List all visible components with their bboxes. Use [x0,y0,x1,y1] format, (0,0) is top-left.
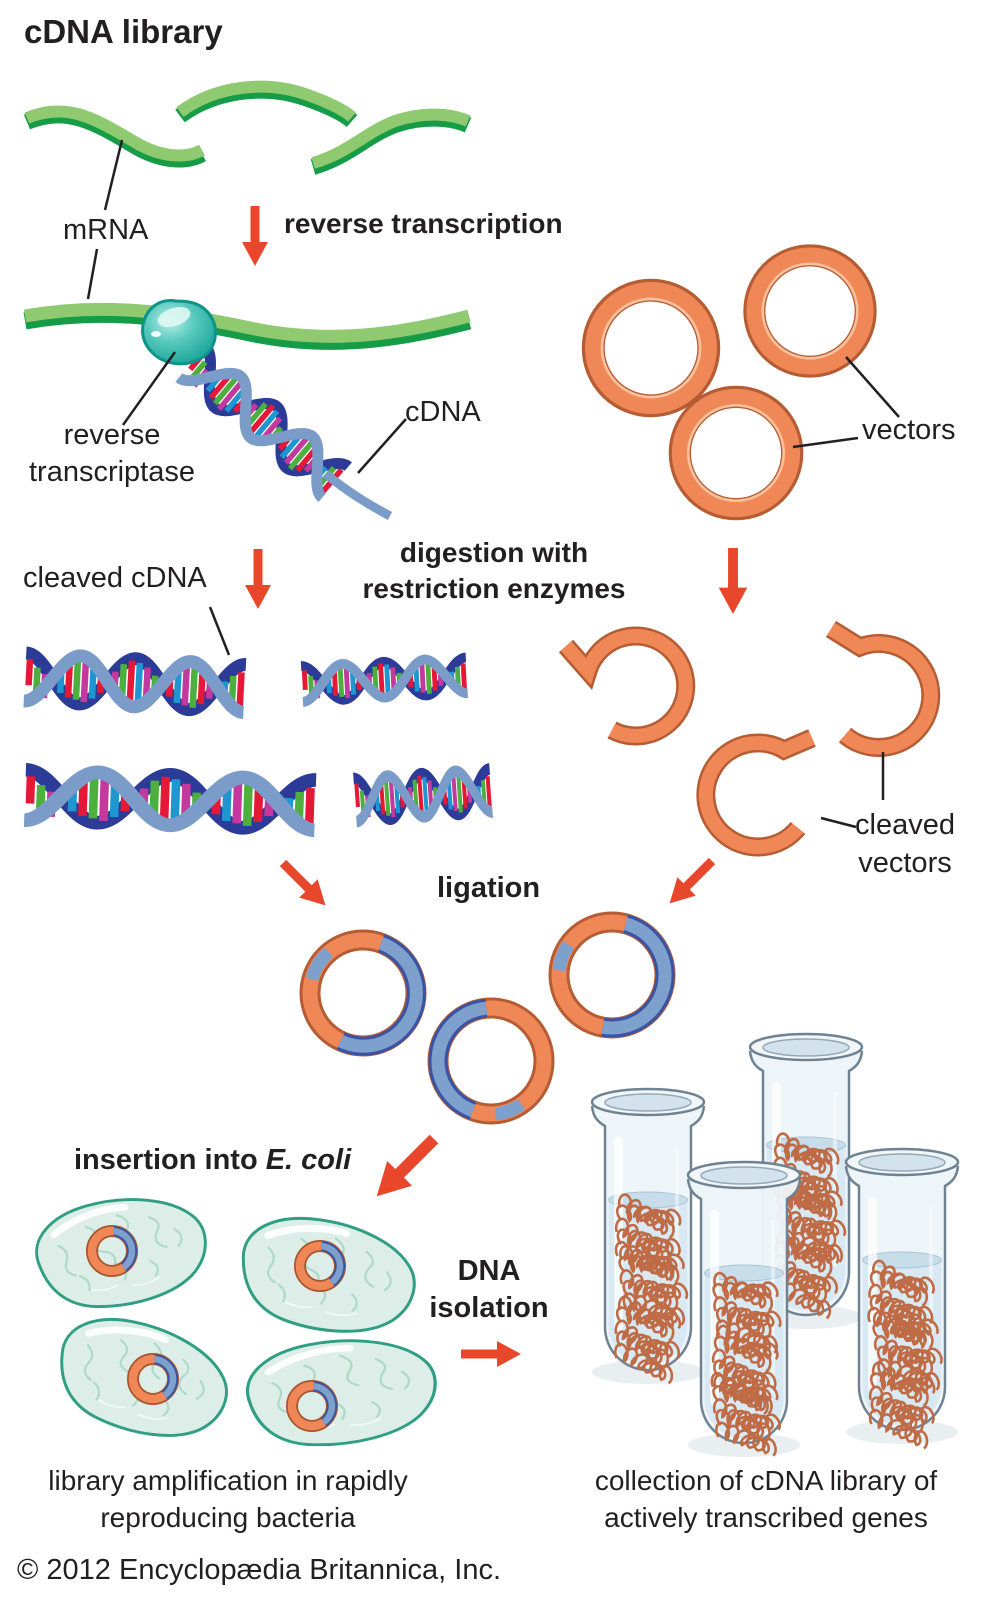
ecoli-organism-name: E. coli [265,1144,352,1176]
cleaved-cdna-label: cleaved cDNA [23,562,207,594]
recombinant-plasmid-3 [559,922,665,1028]
cleaved-cdna-fragment-2 [301,657,468,702]
recombinant-plasmid-1 [310,940,416,1046]
bacterium-3 [49,1309,237,1449]
ligation-arrow-right [660,851,722,913]
test-tube-1 [590,1087,706,1386]
cleaved-cdna-fragment-4 [353,769,492,822]
cleaved-cdna-fragment-3 [24,770,316,831]
cdna-label: cDNA [405,396,481,428]
mrna-strand-2 [175,80,358,128]
vectors-label: vectors [862,414,956,446]
cdna-pointer-line [357,418,407,474]
reverse-transcriptase-pointer-line [121,351,177,426]
test-tube-4 [844,1147,960,1449]
digestion-label: digestion with restriction enzymes [362,537,626,604]
mrna-label: mRNA [63,214,149,246]
reverse-transcription-label: reverse transcription [284,208,563,239]
cdna-helix-tail [323,470,393,520]
recombinant-plasmid-2 [438,1008,544,1114]
cleaved-vector-1 [558,626,696,746]
ligation-label: ligation [437,872,541,904]
cleaved-vectors-label: cleaved vectors [855,809,955,879]
insertion-label: insertion into E. coli [74,1144,352,1176]
cleaved-cdna-fragment-1 [24,653,246,712]
digestion-arrow-right [718,548,748,614]
cleaved-vector-2 [825,620,941,757]
vector-2 [754,255,865,366]
dna-isolation-label: DNA isolation [429,1255,549,1324]
insertion-arrow [364,1126,447,1209]
mrna-template-strand [23,302,472,350]
mrna-strand-3 [310,108,472,175]
mrna-strand-1 [23,105,206,168]
ligation-arrow-left [273,853,335,915]
vector-1 [593,290,709,406]
cleaved-vectors-pointer-lines [820,752,885,829]
caption-left: library amplification in rapidly reprodu… [48,1465,408,1533]
reverse-transcription-arrow [242,206,268,266]
vector-3 [680,397,792,509]
test-tube-3 [686,1160,802,1459]
caption-right: collection of cDNA library of actively t… [594,1465,938,1533]
bacterium-2 [236,1212,420,1339]
dna-isolation-arrow [461,1341,521,1367]
page-title: cDNA library [24,13,223,50]
bacterium-4 [241,1324,443,1458]
reverse-transcriptase-label: reverse transcriptase [28,419,195,488]
cleaved-cdna-pointer-line [208,606,231,656]
digestion-arrow-left [245,549,271,609]
cleaved-vector-3 [696,729,816,857]
bacterium-1 [28,1180,217,1323]
reverse-transcriptase-enzyme [141,299,217,366]
copyright-notice: © 2012 Encyclopædia Britannica, Inc. [17,1554,502,1586]
vectors-pointer-lines [792,356,900,449]
mrna-pointer-line [86,139,124,300]
